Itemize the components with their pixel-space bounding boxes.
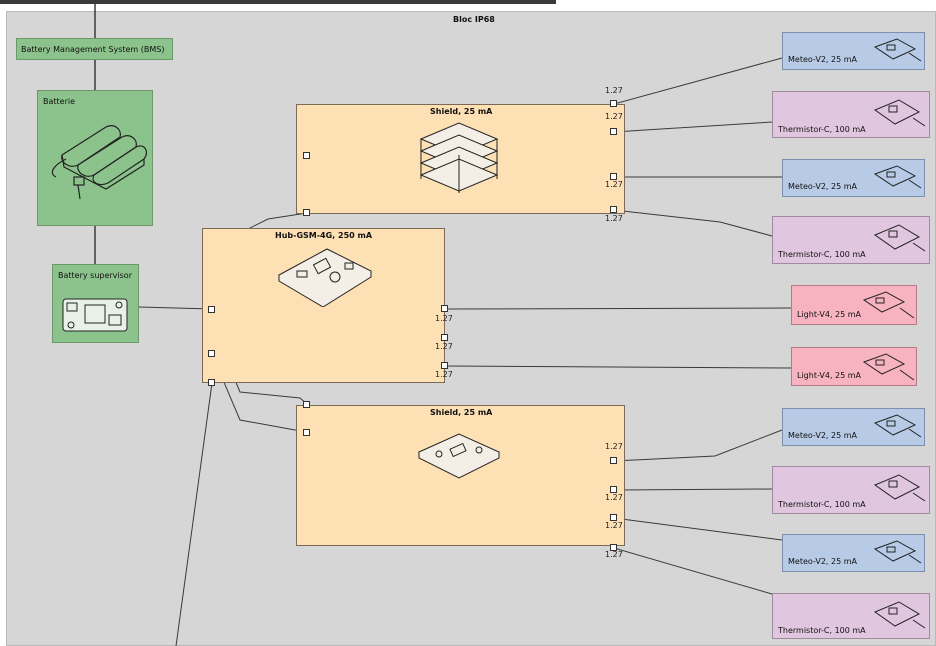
sensor-board-icon bbox=[873, 601, 926, 629]
battery-pack-icon bbox=[51, 125, 148, 200]
hub-gsm-label: Hub-GSM-4G, 250 mA bbox=[275, 231, 373, 240]
battery-supervisor-label: Battery supervisor bbox=[58, 271, 132, 280]
shield-bottom-pin-label: 1.27 bbox=[605, 442, 623, 451]
bms-label: Battery Management System (BMS) bbox=[21, 45, 165, 54]
hub-pin-label: 1.27 bbox=[435, 342, 453, 351]
shield-top-port[interactable] bbox=[303, 209, 310, 216]
sensor-label: Meteo-V2, 25 mA bbox=[788, 55, 857, 64]
shield-bottom-port[interactable] bbox=[610, 514, 617, 521]
hub-port[interactable] bbox=[441, 362, 448, 369]
canvas-title: Bloc IP68 bbox=[453, 15, 495, 24]
hub-port[interactable] bbox=[208, 350, 215, 357]
shield-top-label: Shield, 25 mA bbox=[430, 107, 493, 116]
sensor-meteo-block[interactable]: Meteo-V2, 25 mA bbox=[782, 159, 925, 197]
sensor-thermistor-block[interactable]: Thermistor-C, 100 mA bbox=[772, 216, 930, 264]
sensor-meteo-block[interactable]: Meteo-V2, 25 mA bbox=[782, 408, 925, 446]
sensor-board-icon bbox=[862, 353, 915, 381]
shield-bottom-port[interactable] bbox=[610, 544, 617, 551]
sensor-board-icon bbox=[873, 224, 926, 252]
bms-block[interactable]: Battery Management System (BMS) bbox=[16, 38, 173, 60]
battery-supervisor-port[interactable] bbox=[208, 306, 215, 313]
sensor-thermistor-block[interactable]: Thermistor-C, 100 mA bbox=[772, 466, 930, 514]
hub-port[interactable] bbox=[441, 334, 448, 341]
hub-pin-label: 1.27 bbox=[435, 370, 453, 379]
sensor-board-icon bbox=[873, 165, 922, 189]
sensor-label: Thermistor-C, 100 mA bbox=[778, 500, 866, 509]
window-top-strip bbox=[0, 0, 556, 4]
sensor-label: Thermistor-C, 100 mA bbox=[778, 626, 866, 635]
shield-top-pin-label: 1.27 bbox=[605, 86, 623, 95]
sensor-label: Meteo-V2, 25 mA bbox=[788, 557, 857, 566]
sensor-label: Thermistor-C, 100 mA bbox=[778, 250, 866, 259]
shield-top-port[interactable] bbox=[610, 206, 617, 213]
hub-board-icon bbox=[277, 248, 373, 307]
shield-bottom-pin-label: 1.27 bbox=[605, 550, 623, 559]
hub-pin-label: 1.27 bbox=[435, 314, 453, 323]
shield-top-port[interactable] bbox=[610, 128, 617, 135]
supervisor-board-icon bbox=[62, 298, 128, 332]
shield-bottom-block[interactable]: Shield, 25 mA bbox=[296, 405, 625, 546]
battery-block[interactable]: Batterie bbox=[37, 90, 153, 226]
shield-top-port[interactable] bbox=[610, 173, 617, 180]
shield-top-port[interactable] bbox=[303, 152, 310, 159]
sensor-board-icon bbox=[873, 474, 926, 502]
shield-bottom-label: Shield, 25 mA bbox=[430, 408, 493, 417]
shield-stack-icon bbox=[419, 122, 499, 193]
shield-bottom-port[interactable] bbox=[303, 401, 310, 408]
sensor-thermistor-block[interactable]: Thermistor-C, 100 mA bbox=[772, 91, 930, 138]
sensor-board-icon bbox=[873, 38, 922, 62]
shield-top-pin-label: 1.27 bbox=[605, 214, 623, 223]
sensor-board-icon bbox=[873, 99, 926, 127]
shield-top-port[interactable] bbox=[610, 100, 617, 107]
shield-bottom-pin-label: 1.27 bbox=[605, 521, 623, 530]
shield-bottom-port[interactable] bbox=[303, 429, 310, 436]
sensor-meteo-block[interactable]: Meteo-V2, 25 mA bbox=[782, 32, 925, 70]
sensor-board-icon bbox=[873, 414, 922, 438]
battery-supervisor-block[interactable]: Battery supervisor bbox=[52, 264, 139, 343]
sensor-board-icon bbox=[873, 540, 922, 564]
battery-label: Batterie bbox=[43, 97, 76, 106]
sensor-label: Meteo-V2, 25 mA bbox=[788, 431, 857, 440]
shield-bottom-port[interactable] bbox=[610, 486, 617, 493]
sensor-label: Thermistor-C, 100 mA bbox=[778, 125, 866, 134]
shield-top-block[interactable]: Shield, 25 mA bbox=[296, 104, 625, 214]
sensor-light-block[interactable]: Light-V4, 25 mA bbox=[791, 347, 917, 386]
sensor-label: Light-V4, 25 mA bbox=[797, 310, 862, 319]
hub-port[interactable] bbox=[441, 305, 448, 312]
sensor-thermistor-block[interactable]: Thermistor-C, 100 mA bbox=[772, 593, 930, 639]
shield-bottom-pin-label: 1.27 bbox=[605, 493, 623, 502]
hub-gsm-block[interactable]: Hub-GSM-4G, 250 mA bbox=[202, 228, 445, 383]
sensor-board-icon bbox=[862, 291, 915, 319]
shield-bottom-port[interactable] bbox=[610, 457, 617, 464]
shield-top-pin-label: 1.27 bbox=[605, 180, 623, 189]
shield-board-icon bbox=[417, 433, 501, 479]
hub-port[interactable] bbox=[208, 379, 215, 386]
sensor-meteo-block[interactable]: Meteo-V2, 25 mA bbox=[782, 534, 925, 572]
sensor-light-block[interactable]: Light-V4, 25 mA bbox=[791, 285, 917, 325]
sensor-label: Meteo-V2, 25 mA bbox=[788, 182, 857, 191]
shield-top-pin-label: 1.27 bbox=[605, 112, 623, 121]
sensor-label: Light-V4, 25 mA bbox=[797, 371, 862, 380]
